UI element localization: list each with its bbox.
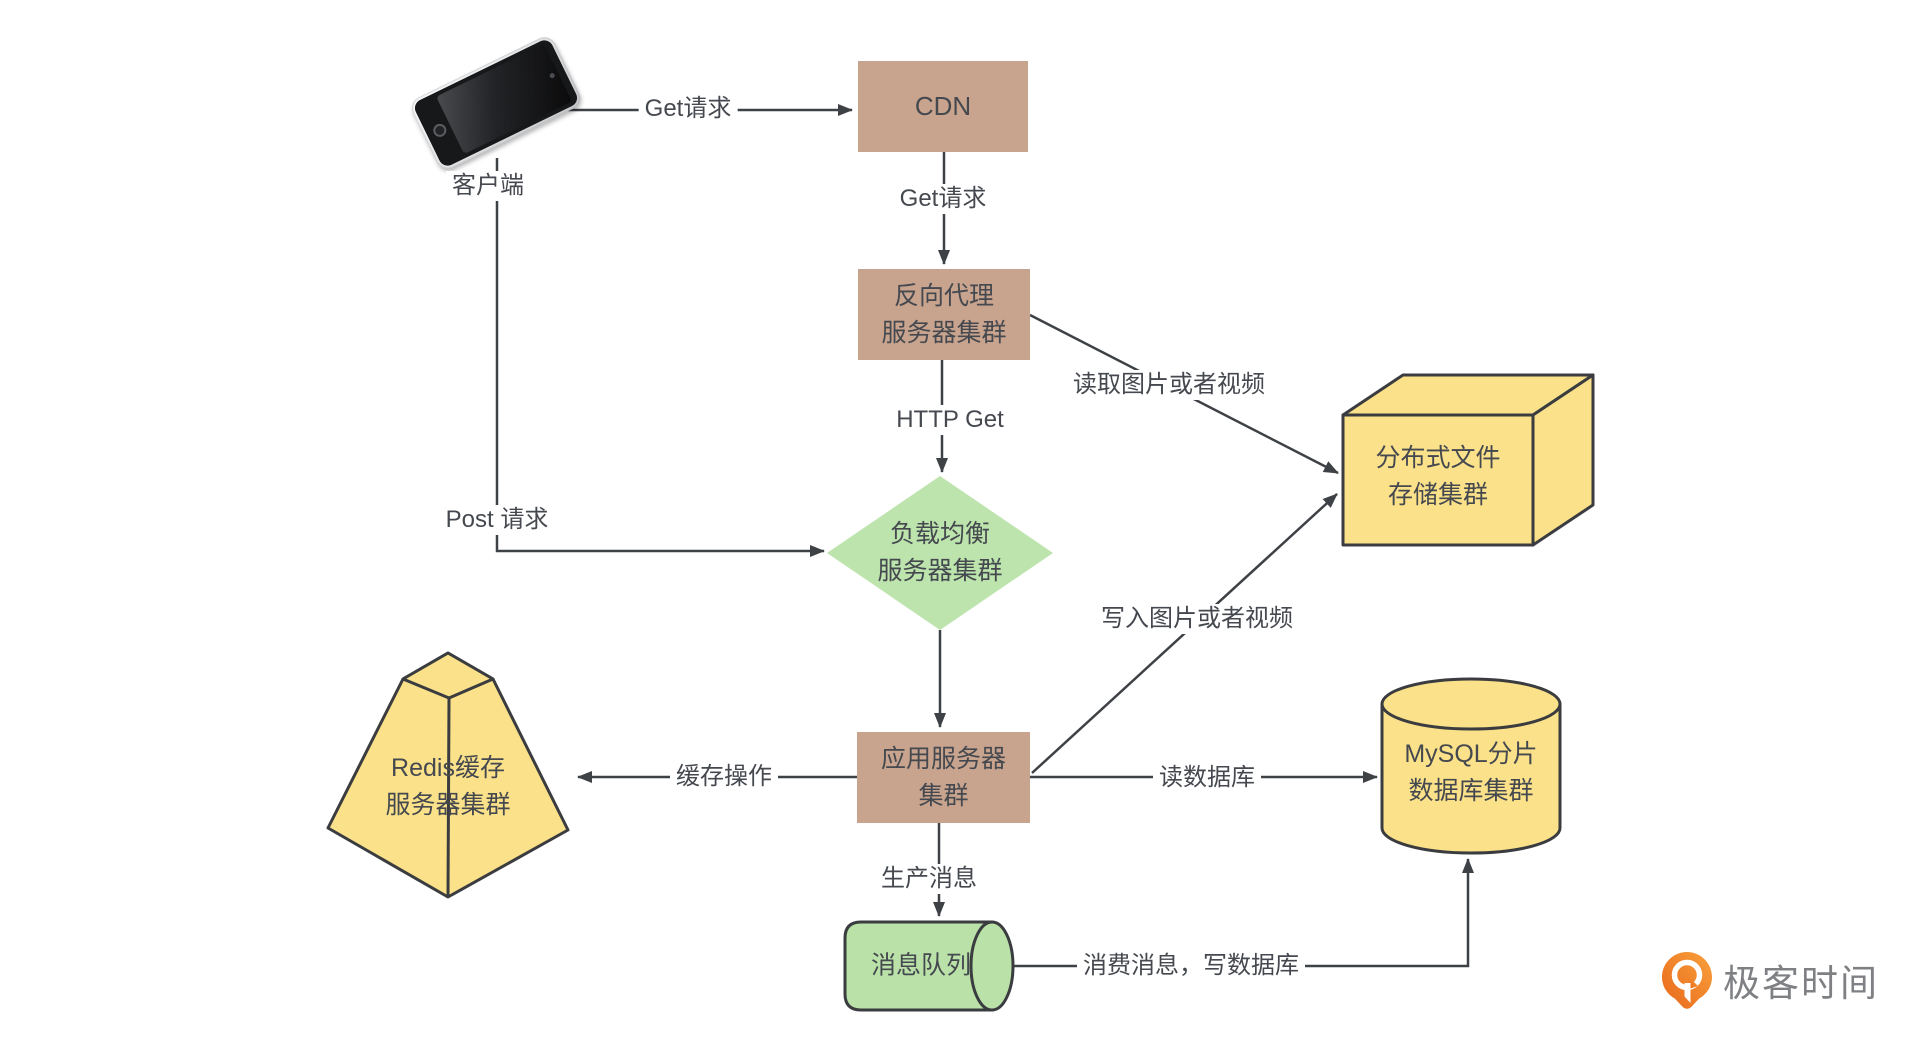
edge-label-proxy-storage: 读取图片或者视频 xyxy=(1067,370,1271,400)
edge-label-appserver-storage: 写入图片或者视频 xyxy=(1095,604,1299,634)
node-cdn: CDN xyxy=(858,61,1028,152)
geektime-logo: 极客时间 xyxy=(1660,950,1879,1010)
edge-label-appserver-redis: 缓存操作 xyxy=(670,762,778,792)
edge-client-loadbalancer xyxy=(495,158,825,557)
node-app-server: 应用服务器 集群 xyxy=(857,732,1030,823)
file-storage-cube xyxy=(1341,373,1595,547)
app-server-label-line2: 集群 xyxy=(918,781,969,810)
app-server-label-line1: 应用服务器 xyxy=(880,744,1006,773)
edge-label-proxy-loadbalancer: HTTP Get xyxy=(890,405,1010,435)
edge-queue-mysql xyxy=(1012,858,1474,968)
load-balancer-diamond xyxy=(827,476,1053,630)
geektime-logo-icon xyxy=(1662,952,1712,1009)
edge-label-client-loadbalancer: Post 请求 xyxy=(439,505,555,535)
message-queue-cylinder xyxy=(843,920,1015,1012)
edge-label-appserver-mysql: 读数据库 xyxy=(1153,763,1261,793)
mysql-cylinder xyxy=(1380,677,1562,855)
geektime-logo-text: 极客时间 xyxy=(1723,963,1879,1004)
client-node-label: 客户端 xyxy=(446,171,530,201)
reverse-proxy-label-line2: 服务器集群 xyxy=(881,318,1007,347)
node-reverse-proxy: 反向代理 服务器集群 xyxy=(858,269,1030,360)
edge-label-appserver-queue: 生产消息 xyxy=(875,864,983,894)
phone-home-button-icon xyxy=(431,121,449,140)
edge-label-queue-mysql: 消费消息，写数据库 xyxy=(1077,951,1305,981)
cdn-label: CDN xyxy=(914,91,972,121)
edge-label-cdn-proxy: Get请求 xyxy=(893,184,993,214)
edge-label-client-cdn: Get请求 xyxy=(638,94,738,124)
reverse-proxy-label-line1: 反向代理 xyxy=(893,281,994,310)
redis-pyramid xyxy=(326,651,570,899)
